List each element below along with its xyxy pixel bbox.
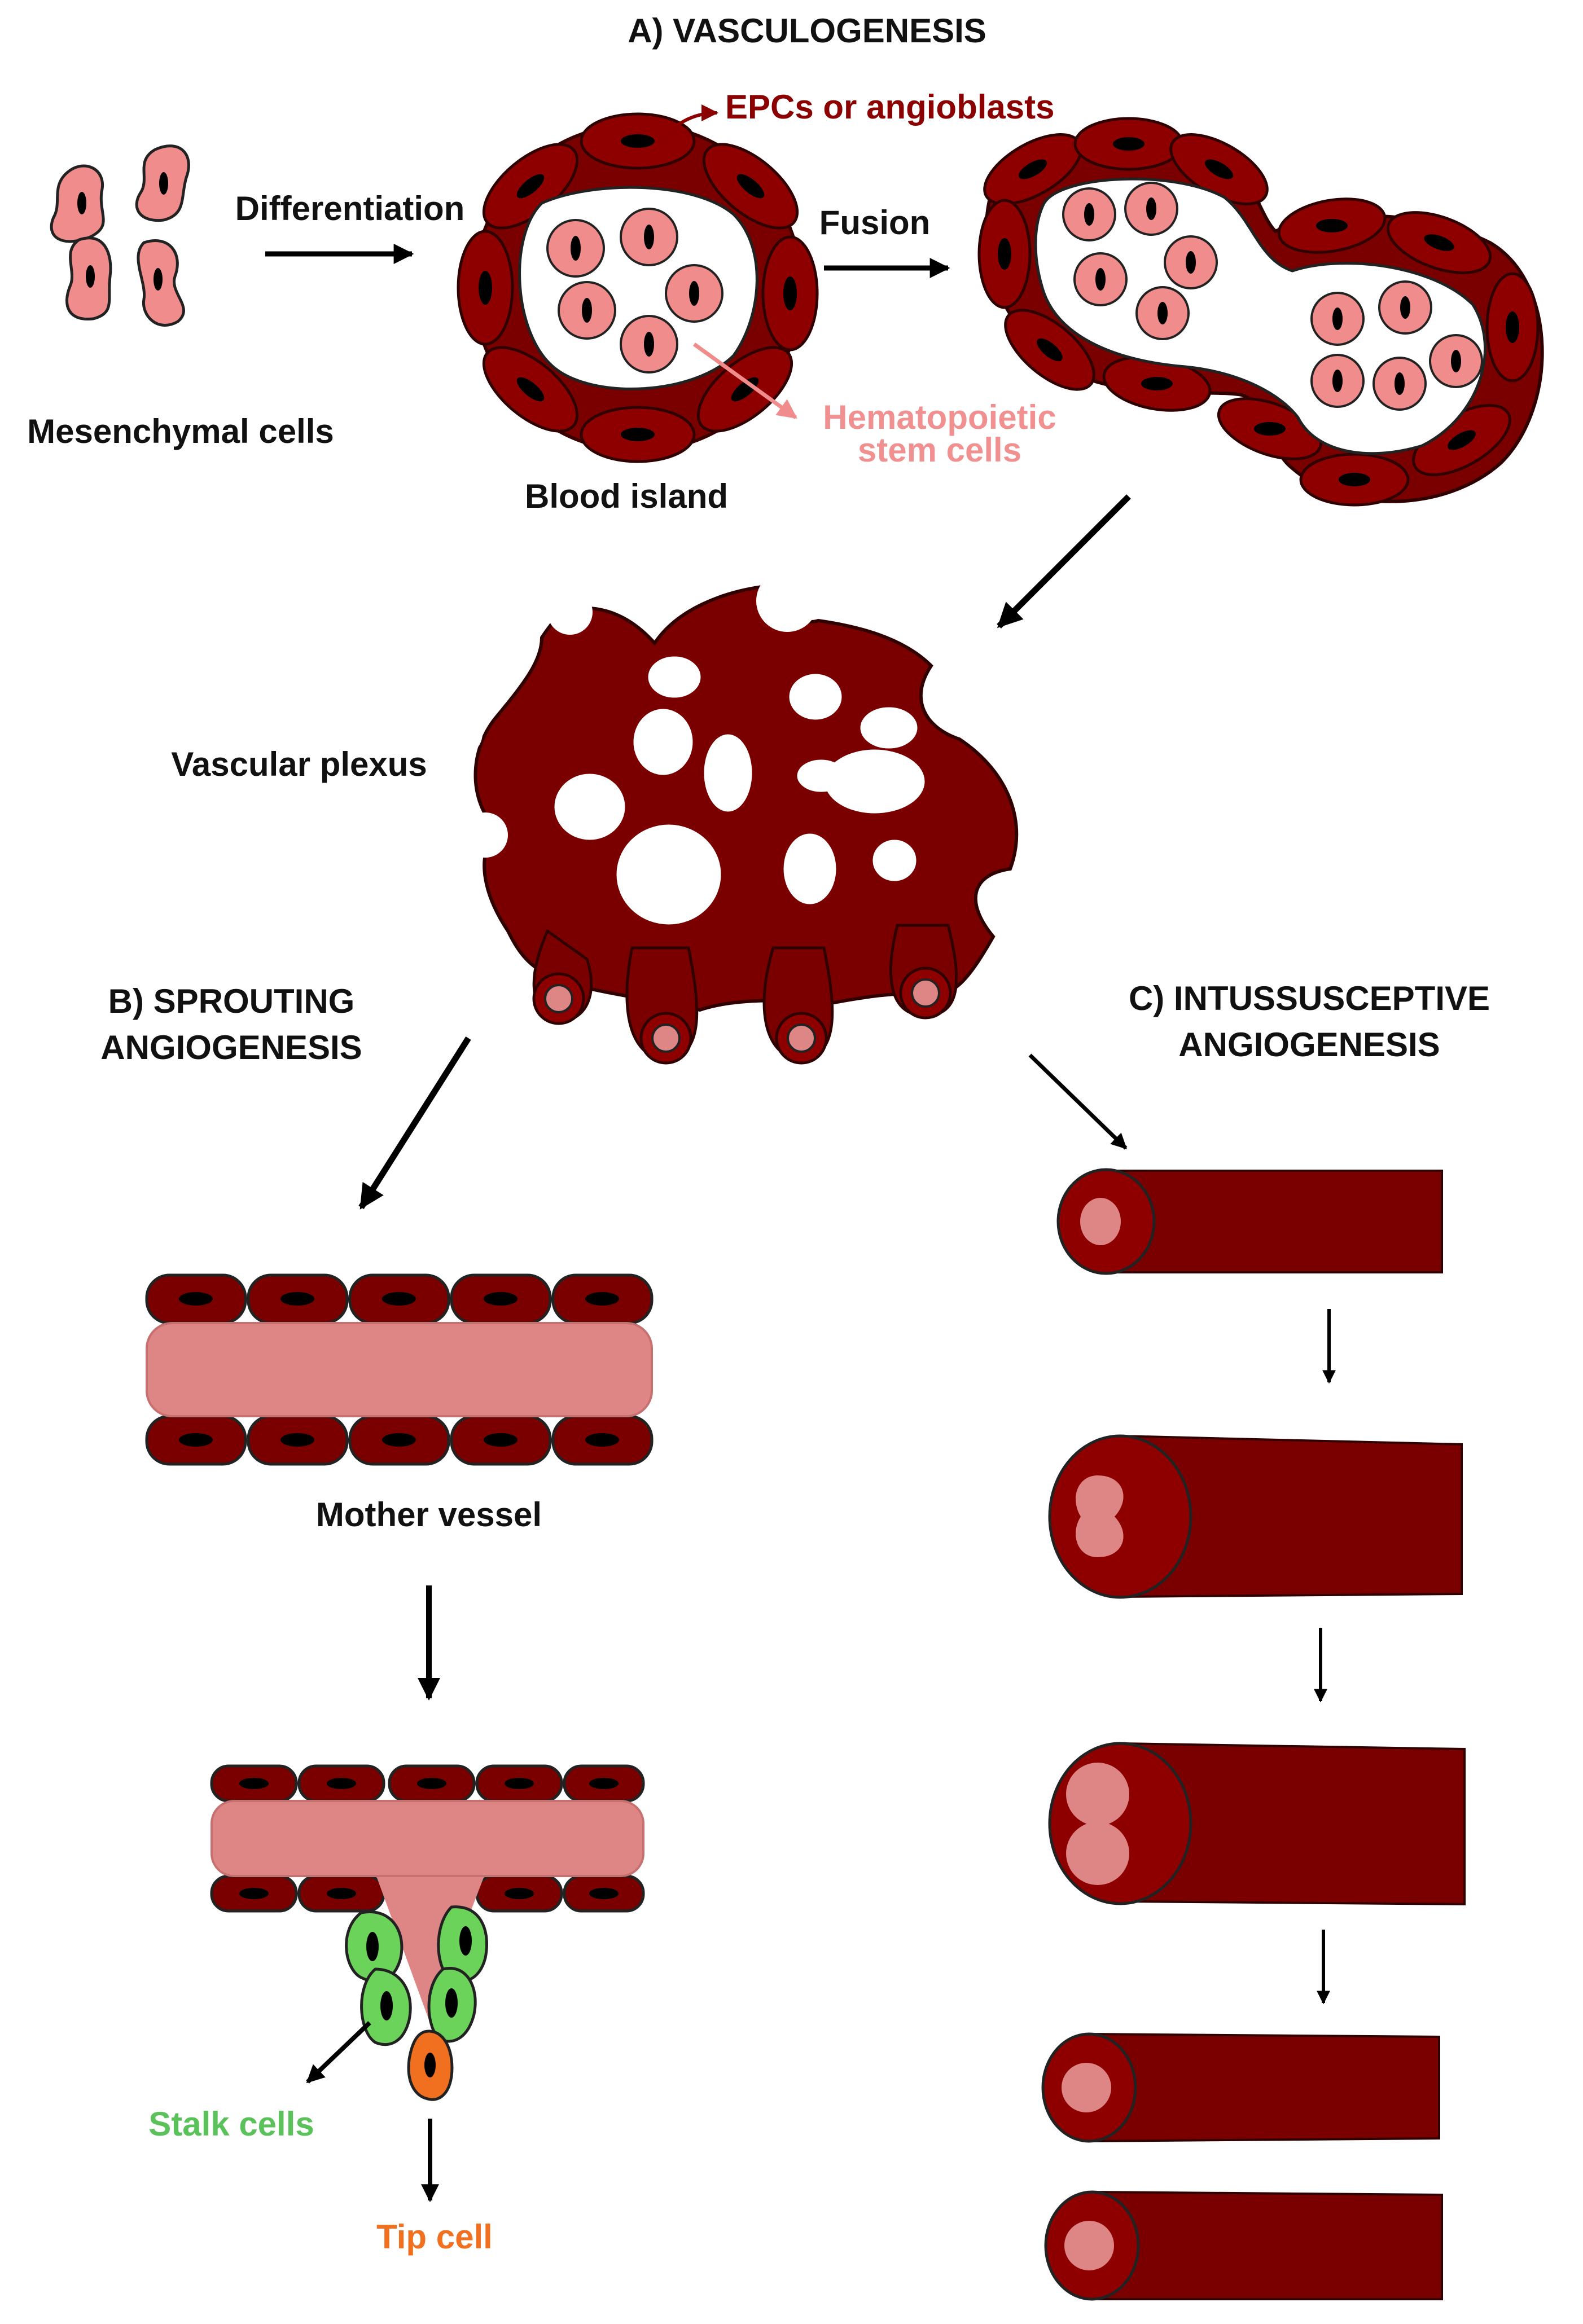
intussusceptive-heading-line2: ANGIOGENESIS — [1178, 1026, 1440, 1064]
intussusceptive-heading-line1: C) INTUSSUSCEPTIVE — [1129, 979, 1490, 1017]
vascular-plexus-label: Vascular plexus — [171, 745, 427, 783]
fusion-label: Fusion — [819, 204, 931, 241]
hsc-arrow — [692, 342, 797, 419]
differentiation-label: Differentiation — [235, 190, 465, 227]
sprouting-vessel — [210, 1764, 645, 2101]
vessel-tube-2 — [1048, 1434, 1463, 1599]
to-intussusceptive-arrow — [1028, 1053, 1128, 1150]
epcs-arrow — [659, 104, 718, 145]
vessel-tube-4 — [1041, 2032, 1440, 2143]
fused-blood-islands — [977, 117, 1544, 507]
vascular-plexus — [437, 570, 1019, 1065]
mother-vessel — [145, 1273, 654, 1466]
sprouting-heading-line1: B) SPROUTING — [108, 982, 355, 1020]
vasculogenesis-heading: A) VASCULOGENESIS — [628, 12, 986, 50]
blood-island — [457, 112, 819, 463]
vessel-tube-3 — [1048, 1742, 1466, 1906]
vessel-tube-1 — [1056, 1168, 1443, 1275]
stalk-cells-label: Stalk cells — [148, 2105, 314, 2143]
sprouting-heading-line2: ANGIOGENESIS — [100, 1029, 362, 1066]
blood-island-label: Blood island — [525, 477, 728, 515]
mother-vessel-label: Mother vessel — [316, 1496, 542, 1534]
mesenchymal-cells — [50, 144, 190, 327]
stalk-cells-arrow — [306, 2021, 371, 2084]
tip-cell-label: Tip cell — [376, 2218, 493, 2256]
hsc-label-line1: Hematopoietic — [823, 398, 1056, 436]
to-plexus-arrow — [997, 494, 1131, 629]
to-sprouting-arrow — [358, 1036, 471, 1210]
mesenchymal-label: Mesenchymal cells — [27, 412, 334, 450]
epcs-label: EPCs or angioblasts — [725, 88, 1054, 126]
hsc-label-line2: stem cells — [858, 431, 1021, 469]
vessel-tube-5 — [1044, 2190, 1443, 2301]
